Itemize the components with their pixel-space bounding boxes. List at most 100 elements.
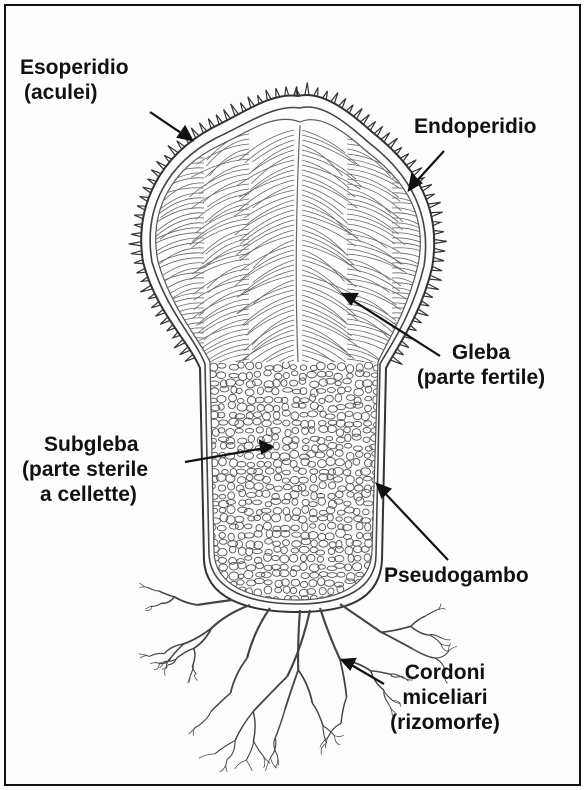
gleba-line	[302, 335, 351, 357]
cell	[272, 556, 280, 561]
cell	[271, 452, 280, 460]
cell	[238, 547, 246, 555]
cell	[238, 438, 247, 444]
spine	[434, 248, 445, 252]
cell	[352, 429, 361, 437]
cell	[353, 508, 360, 515]
cell	[325, 533, 334, 540]
cell	[328, 548, 335, 554]
root	[341, 697, 347, 723]
cell	[300, 562, 307, 570]
root	[253, 711, 255, 740]
root	[298, 670, 312, 703]
cell	[283, 470, 291, 475]
cell	[345, 547, 353, 555]
spine	[433, 257, 444, 261]
cell	[274, 486, 282, 491]
cell	[256, 362, 262, 369]
cell	[262, 420, 271, 427]
cell	[364, 554, 370, 561]
cell	[218, 557, 226, 563]
cell	[318, 459, 327, 467]
cell	[319, 421, 327, 426]
cell	[354, 485, 363, 491]
cell	[229, 364, 238, 370]
cell	[344, 517, 352, 523]
cell	[327, 388, 335, 393]
cell	[208, 398, 218, 403]
cell	[246, 475, 253, 481]
cell	[373, 380, 379, 386]
cell	[262, 413, 270, 420]
cell	[237, 477, 246, 484]
cell	[335, 381, 341, 386]
root	[335, 736, 341, 745]
cell	[336, 429, 343, 436]
cell	[238, 562, 247, 569]
cell	[229, 524, 238, 529]
cell	[264, 553, 272, 561]
cell	[319, 398, 325, 403]
cell	[345, 564, 352, 571]
cell	[273, 420, 282, 424]
cell	[319, 572, 327, 577]
gleba-line	[347, 164, 402, 185]
cell	[253, 412, 261, 418]
cell	[363, 437, 370, 442]
cell	[290, 587, 296, 593]
cell	[310, 394, 316, 401]
cell	[327, 522, 335, 529]
cell	[256, 525, 263, 532]
cell	[235, 516, 244, 522]
cell	[310, 524, 316, 528]
cell	[237, 403, 247, 411]
cell	[318, 497, 325, 505]
cell	[337, 572, 345, 577]
cell	[257, 404, 264, 411]
label-endoperidio: Endoperidio	[414, 114, 537, 139]
root	[411, 626, 430, 635]
cell	[219, 508, 225, 513]
cell	[219, 532, 225, 538]
cell	[302, 439, 309, 444]
cell	[247, 405, 255, 412]
cell	[343, 379, 352, 384]
cell	[237, 462, 246, 467]
cell	[266, 484, 274, 489]
root	[174, 597, 197, 605]
cell	[218, 404, 224, 410]
cell	[272, 388, 279, 395]
cell	[365, 405, 372, 411]
cell	[236, 469, 245, 474]
label-esoperidio: Esoperidio (aculei)	[20, 55, 129, 105]
cell	[325, 395, 333, 402]
cell	[336, 491, 344, 498]
root	[253, 741, 263, 756]
root	[442, 638, 451, 640]
cell	[245, 389, 254, 396]
cell	[290, 450, 299, 458]
cell	[302, 445, 309, 450]
cell	[235, 522, 243, 529]
cell	[244, 533, 254, 538]
cell	[282, 361, 289, 368]
label-cordoni: Cordoni miceliari (rizomorfe)	[380, 660, 510, 735]
gleba-line	[392, 153, 443, 174]
cell	[210, 363, 218, 371]
cell	[354, 397, 361, 405]
cell	[261, 508, 271, 513]
gleba-line	[251, 155, 294, 184]
root	[140, 656, 149, 658]
cell	[337, 363, 345, 371]
cell	[245, 499, 251, 504]
root	[412, 649, 435, 658]
cell	[310, 469, 318, 474]
cell	[256, 490, 263, 496]
gleba-line	[145, 368, 204, 383]
cell	[317, 556, 323, 562]
cell	[291, 525, 299, 531]
cell	[264, 586, 272, 594]
cell	[348, 554, 354, 562]
cell	[371, 594, 379, 600]
cell	[373, 547, 381, 555]
